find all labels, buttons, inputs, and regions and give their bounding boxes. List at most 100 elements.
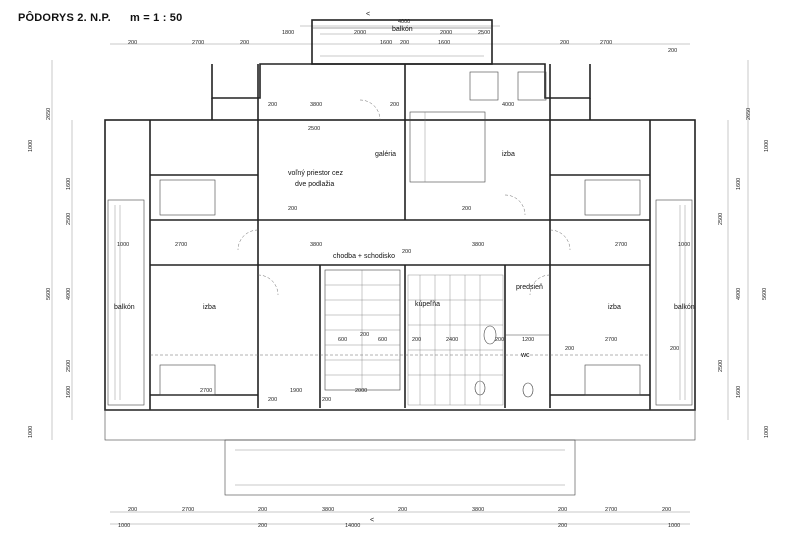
dim-top-0: 1800 [282, 30, 294, 36]
label-wc: wc [520, 352, 530, 359]
dim-int-13: 200 [412, 337, 421, 343]
label-balkon-right: balkón [674, 304, 695, 311]
dim-int-25: 600 [338, 337, 347, 343]
door-swings [150, 99, 650, 356]
dim-int-17: 2700 [200, 388, 212, 394]
label-izba-right: izba [608, 304, 621, 311]
label-balkon-left: balkón [114, 304, 135, 311]
dim-top-6: 2500 [478, 30, 490, 36]
dim-right-1: 1000 [764, 140, 770, 152]
dim-left-0: 2650 [46, 108, 52, 120]
dim-right-5: 4900 [736, 288, 742, 300]
label-predsien: predsieň [516, 284, 543, 291]
label-open-space-2: dve podlažia [295, 181, 334, 188]
room-labels: balkón voľný priestor cez dve podlažia g… [114, 26, 695, 359]
north-arrow-bottom: < [370, 517, 374, 524]
dim-int-16: 1200 [522, 337, 534, 343]
drawing-title: PÔDORYS 2. N.P. [18, 12, 111, 24]
label-izba-top: izba [502, 151, 515, 158]
dim-outer-4: 2700 [600, 40, 612, 46]
outer-walls [104, 63, 696, 496]
dim-int-26: 200 [360, 332, 369, 338]
dim-top-4: 1600 [438, 40, 450, 46]
bathroom-tiles [407, 274, 534, 406]
dim-left-6: 2500 [66, 360, 72, 372]
dim-right-0: 2650 [746, 108, 752, 120]
dim-int-10: 1900 [290, 388, 302, 394]
dim-int-22: 2500 [308, 126, 320, 132]
dim-left-3: 2500 [66, 213, 72, 225]
dim-right-8: 1000 [764, 426, 770, 438]
dim-bottom1-1: 2700 [182, 507, 194, 513]
dim-int-24: 3800 [472, 242, 484, 248]
dim-int-7: 1000 [678, 242, 690, 248]
dim-int-12: 2000 [355, 388, 367, 394]
label-kupelna: kúpeľňa [415, 301, 440, 308]
beds [159, 71, 641, 396]
dim-int-8: 2700 [615, 242, 627, 248]
dim-int-9: 200 [268, 397, 277, 403]
dim-int-1: 3800 [310, 102, 322, 108]
dim-int-5: 1000 [117, 242, 129, 248]
dim-left-5: 4900 [66, 288, 72, 300]
dim-int-18: 200 [565, 346, 574, 352]
dim-right-3: 2500 [718, 213, 724, 225]
vertical-dimension-labels: 2650 1000 1600 2500 5600 4900 2500 1600 … [28, 108, 770, 438]
drawing-scale: m = 1 : 50 [130, 12, 183, 24]
dim-bottom1-6: 200 [558, 507, 567, 513]
balcony-right [655, 199, 693, 406]
dim-bottom1-7: 2700 [605, 507, 617, 513]
dim-int-11: 200 [322, 397, 331, 403]
interior-walls [150, 64, 650, 408]
dim-int-14: 2400 [446, 337, 458, 343]
dim-right-2: 1600 [736, 178, 742, 190]
dim-right-4: 5600 [762, 288, 768, 300]
dim-bottom1-0: 200 [128, 507, 137, 513]
dim-top-5: 2000 [440, 30, 452, 36]
label-galeria: galéria [375, 151, 396, 158]
dim-int-23: 4000 [502, 102, 514, 108]
label-corridor: chodba + schodisko [333, 253, 395, 260]
dim-int-27: 600 [378, 337, 387, 343]
dim-bottom1-2: 200 [258, 507, 267, 513]
dim-left-7: 1600 [66, 386, 72, 398]
dim-int-0: 200 [268, 102, 277, 108]
label-open-space-1: voľný priestor cez [288, 170, 343, 177]
dim-int-28: 200 [462, 206, 471, 212]
balcony-left [107, 199, 145, 406]
dim-outer-0: 200 [128, 40, 137, 46]
dim-bottom1-8: 200 [662, 507, 671, 513]
dim-left-8: 1000 [28, 426, 34, 438]
dim-int-20: 200 [670, 346, 679, 352]
dim-top-total: 4000 [398, 19, 410, 25]
dim-int-4: 200 [402, 249, 411, 255]
dim-outer-5: 200 [668, 48, 677, 54]
dim-bottom1-4: 200 [398, 507, 407, 513]
dim-top-2: 1600 [380, 40, 392, 46]
dimension-lines [51, 25, 749, 525]
dim-bottom2-0: 1000 [118, 523, 130, 529]
dim-bottom1-3: 3800 [322, 507, 334, 513]
north-arrow-top: < [366, 11, 370, 18]
dim-int-2: 200 [390, 102, 399, 108]
dim-right-7: 1600 [736, 386, 742, 398]
dim-outer-3: 200 [560, 40, 569, 46]
dimension-labels: 4000 1800 2000 1600 200 1600 2000 2500 2… [117, 19, 690, 529]
dim-left-4: 5600 [46, 288, 52, 300]
dim-outer-2: 200 [240, 40, 249, 46]
dim-bottom2-3: 200 [558, 523, 567, 529]
dim-bottom2-2: 14000 [345, 523, 360, 529]
dim-bottom2-1: 200 [258, 523, 267, 529]
dim-bottom1-5: 3800 [472, 507, 484, 513]
dim-outer-1: 2700 [192, 40, 204, 46]
dim-right-6: 2500 [718, 360, 724, 372]
dim-int-3: 3800 [310, 242, 322, 248]
dim-left-2: 1600 [66, 178, 72, 190]
dim-int-19: 2700 [605, 337, 617, 343]
dim-bottom2-4: 1000 [668, 523, 680, 529]
dim-int-21: 200 [288, 206, 297, 212]
staircase [324, 269, 401, 391]
dim-left-1: 1000 [28, 140, 34, 152]
label-izba-left: izba [203, 304, 216, 311]
